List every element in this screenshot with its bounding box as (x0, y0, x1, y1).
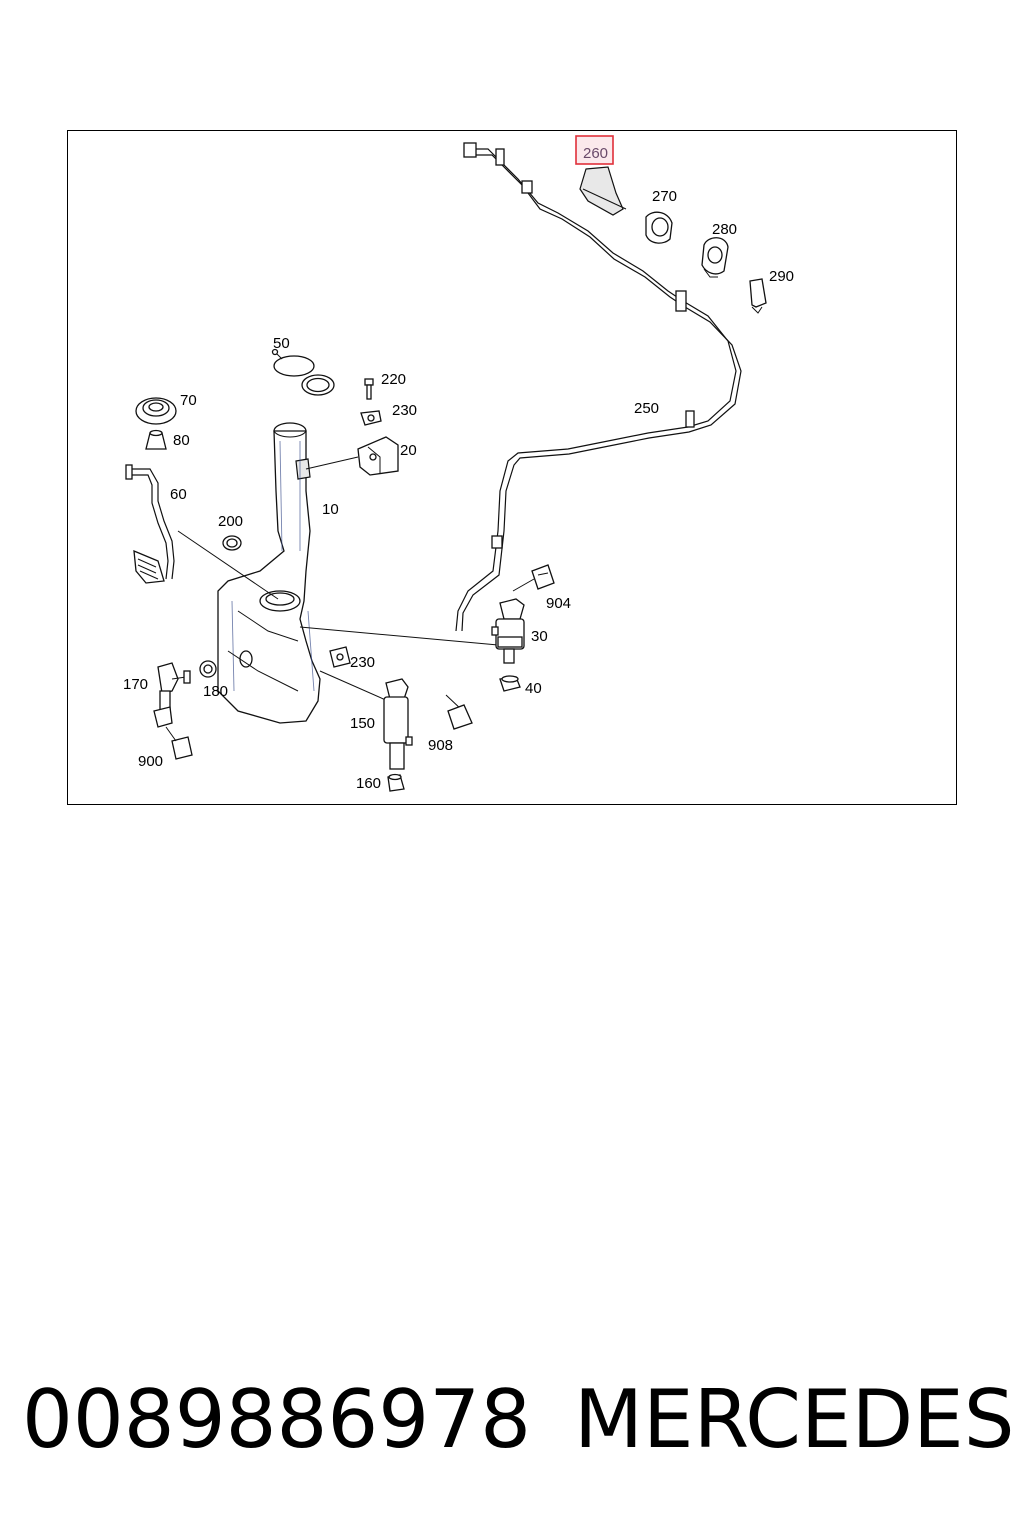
leader-200 (177, 530, 279, 600)
label-904[interactable]: 904 (546, 595, 571, 612)
nut-230-lower (329, 646, 351, 668)
pump-150 (383, 678, 413, 770)
label-260[interactable]: 260 (583, 145, 608, 162)
label-40[interactable]: 40 (525, 680, 542, 697)
label-160[interactable]: 160 (356, 775, 381, 792)
hose-clip-2 (521, 180, 533, 194)
label-30[interactable]: 30 (531, 628, 548, 645)
highlight-box-260 (575, 135, 614, 165)
label-230-lower[interactable]: 230 (350, 654, 375, 671)
hose-connector-top (463, 142, 477, 158)
label-230-upper[interactable]: 230 (392, 402, 417, 419)
leader-150 (319, 670, 389, 702)
cap-50 (271, 348, 335, 396)
ring-200 (222, 535, 242, 551)
label-908[interactable]: 908 (428, 737, 453, 754)
pump-30 (491, 598, 525, 664)
label-60[interactable]: 60 (170, 486, 187, 503)
label-170[interactable]: 170 (123, 676, 148, 693)
connector-900 (165, 726, 193, 760)
label-270[interactable]: 270 (652, 188, 677, 205)
nut-230-upper (360, 410, 382, 426)
grommet-160 (387, 773, 405, 792)
label-80[interactable]: 80 (173, 432, 190, 449)
filler-tube-60 (125, 464, 175, 584)
washer-system-diagram: 10 20 30 40 50 60 70 80 150 160 170 180 … (123, 135, 794, 792)
hose-250 (455, 148, 742, 632)
bracket-20 (357, 436, 399, 476)
label-290[interactable]: 290 (769, 268, 794, 285)
footer: 0089886978 MERCEDES (0, 1370, 1024, 1470)
label-150[interactable]: 150 (350, 715, 375, 732)
label-220[interactable]: 220 (381, 371, 406, 388)
label-70[interactable]: 70 (180, 392, 197, 409)
label-250[interactable]: 250 (634, 400, 659, 417)
seal-80 (145, 429, 167, 450)
label-280[interactable]: 280 (712, 221, 737, 238)
label-50[interactable]: 50 (273, 335, 290, 352)
leader-30 (299, 626, 499, 646)
brand-name: MERCEDES (574, 1373, 1015, 1466)
label-900[interactable]: 900 (138, 753, 163, 770)
connector-904 (531, 564, 555, 590)
label-20[interactable]: 20 (400, 442, 417, 459)
grommet-70 (135, 397, 177, 425)
connector-908 (447, 704, 473, 730)
leader-904 (512, 578, 535, 592)
hose-clip-5 (491, 535, 503, 549)
seal-180 (199, 660, 217, 678)
leader-20 (305, 456, 359, 470)
fastener-290 (749, 278, 767, 314)
label-180[interactable]: 180 (203, 683, 228, 700)
screw-220 (364, 378, 374, 400)
part-number: 0089886978 (22, 1373, 531, 1466)
hose-clip-4 (685, 410, 695, 428)
hose-clip-3 (675, 290, 687, 312)
clip-270 (645, 211, 673, 244)
parts-diagram-frame: 10 20 30 40 50 60 70 80 150 160 170 180 … (67, 130, 957, 805)
grommet-40 (499, 675, 521, 692)
level-sensor-170 (153, 662, 191, 728)
clamp-280 (701, 237, 729, 278)
reservoir-tank-10 (217, 422, 321, 724)
label-10[interactable]: 10 (322, 501, 339, 518)
label-200[interactable]: 200 (218, 513, 243, 530)
bracket-260 (579, 166, 627, 216)
hose-clip-1 (495, 148, 505, 166)
